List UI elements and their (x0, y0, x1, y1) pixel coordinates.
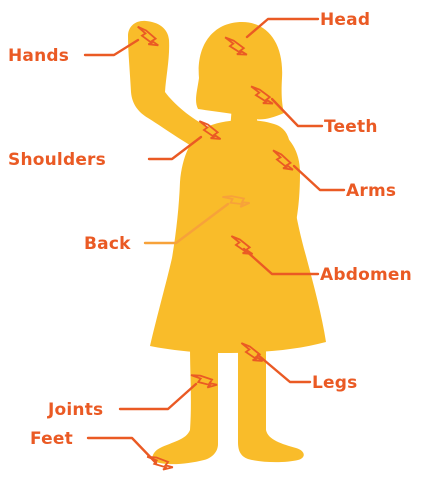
label-abdomen: Abdomen (320, 265, 412, 285)
label-shoulders: Shoulders (8, 150, 106, 170)
label-legs: Legs (312, 373, 357, 393)
label-back: Back (84, 234, 131, 254)
label-teeth: Teeth (324, 117, 378, 137)
label-joints: Joints (47, 400, 103, 420)
leader-line-arms (294, 166, 344, 190)
label-hands: Hands (8, 46, 69, 66)
leader-line-feet (88, 438, 156, 463)
label-feet: Feet (30, 429, 73, 449)
label-head: Head (320, 10, 370, 30)
label-arms: Arms (346, 181, 396, 201)
leader-line-joints (120, 384, 196, 409)
